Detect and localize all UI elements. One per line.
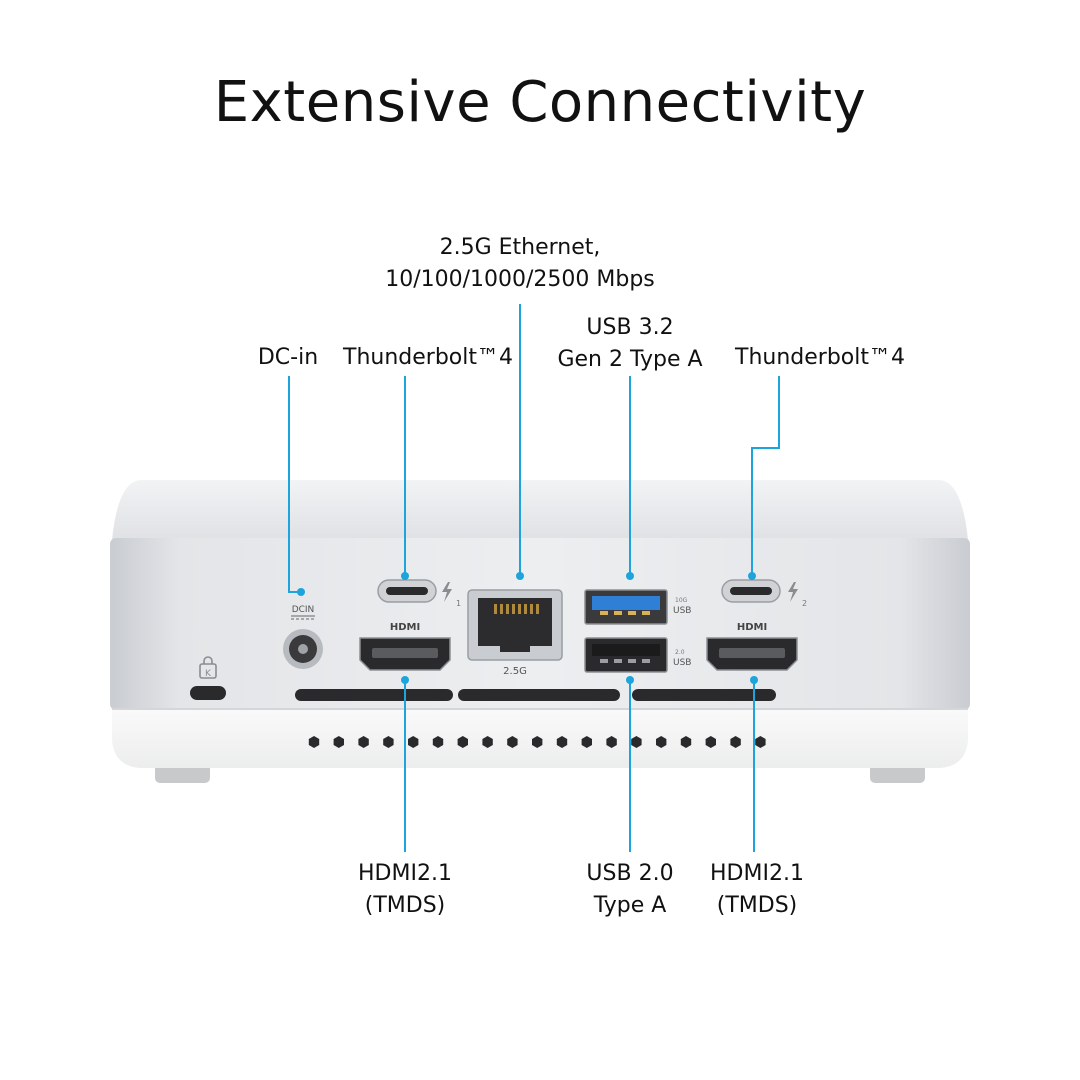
chassis-top: [112, 480, 968, 540]
hdmi-left-marking: HDMI: [390, 622, 420, 633]
label-usb32-line1: USB 3.2: [586, 315, 674, 340]
page-title: Extensive Connectivity: [213, 70, 867, 135]
label-usb20: USB 2.0 Type A: [550, 858, 710, 922]
leader-ethernet: [519, 304, 521, 574]
label-usb32-line2: Gen 2 Type A: [557, 347, 703, 372]
thunderbolt-icon: [442, 582, 452, 602]
leader-dot: [750, 676, 758, 684]
vent-hole: [532, 736, 543, 748]
vent-hole: [680, 736, 692, 748]
label-thunderbolt-left: Thunderbolt™4: [343, 345, 513, 370]
label-hdmi-left-line2: (TMDS): [364, 893, 446, 918]
base-vent-holes: [308, 736, 766, 748]
vent-hole: [507, 736, 518, 748]
label-hdmi-right-line1: HDMI2.1: [710, 861, 804, 886]
vent-hole: [432, 736, 444, 748]
vent-hole: [581, 736, 592, 748]
leader-dot: [401, 572, 409, 580]
svg-text:1: 1: [456, 599, 461, 608]
kensington-slot: [190, 686, 226, 700]
leader-usb32: [629, 376, 631, 574]
leader-thunderbolt-right-v1: [778, 376, 780, 448]
vent-hole: [408, 736, 419, 748]
svg-text:2.0: 2.0: [675, 649, 685, 656]
leader-thunderbolt-left: [404, 376, 406, 574]
vent-hole: [606, 736, 617, 748]
leader-dc-in-hook: [288, 591, 300, 593]
vent-hole: [705, 736, 716, 748]
label-hdmi-left-line1: HDMI2.1: [358, 861, 452, 886]
label-thunderbolt-right: Thunderbolt™4: [735, 345, 905, 370]
leader-dc-in: [288, 376, 290, 592]
vent-hole: [631, 736, 642, 748]
leader-hdmi-right: [753, 680, 755, 852]
vent-hole: [308, 736, 320, 748]
label-dc-in: DC-in: [257, 345, 319, 370]
vent-hole: [482, 736, 493, 748]
svg-text:10G: 10G: [675, 597, 688, 604]
label-ethernet-line2: 10/100/1000/2500 Mbps: [385, 267, 655, 292]
leader-dot: [516, 572, 524, 580]
vent-hole: [755, 736, 766, 748]
leader-dot: [626, 572, 634, 580]
label-hdmi-right-line2: (TMDS): [716, 893, 798, 918]
label-usb32: USB 3.2 Gen 2 Type A: [530, 312, 730, 376]
svg-text:K: K: [205, 669, 212, 679]
leader-thunderbolt-right-h: [751, 447, 780, 449]
vent-slot: [632, 689, 776, 701]
leader-dot: [626, 676, 634, 684]
vent-hole: [358, 736, 369, 748]
vent-hole: [730, 736, 741, 748]
leader-usb20: [629, 680, 631, 852]
svg-text:2: 2: [802, 599, 807, 608]
svg-text:USB: USB: [673, 658, 691, 668]
vent-hole: [457, 736, 468, 748]
lan-marking: 2.5G: [503, 666, 527, 677]
hdmi-right-marking: HDMI: [737, 622, 767, 633]
label-hdmi-left: HDMI2.1 (TMDS): [325, 858, 485, 922]
kensington-lock-icon: K: [199, 656, 217, 679]
label-usb20-line2: Type A: [593, 893, 667, 918]
vent-slot: [458, 689, 620, 701]
vent-hole: [656, 736, 667, 748]
label-ethernet-line1: 2.5G Ethernet,: [439, 235, 601, 260]
svg-text:USB: USB: [673, 606, 691, 616]
vent-hole: [333, 736, 344, 748]
vent-slot: [295, 689, 453, 701]
dcin-marking: DCIN: [292, 605, 315, 615]
leader-dot: [297, 588, 305, 596]
leader-hdmi-left: [404, 680, 406, 852]
leader-dot: [748, 572, 756, 580]
vent-hole: [383, 736, 394, 748]
leader-dot: [401, 676, 409, 684]
vent-hole: [556, 736, 568, 748]
leader-thunderbolt-right-v2: [751, 447, 753, 574]
label-ethernet: 2.5G Ethernet, 10/100/1000/2500 Mbps: [360, 232, 680, 296]
label-usb20-line1: USB 2.0: [586, 861, 674, 886]
label-hdmi-right: HDMI2.1 (TMDS): [677, 858, 837, 922]
thunderbolt-icon: [788, 582, 798, 602]
